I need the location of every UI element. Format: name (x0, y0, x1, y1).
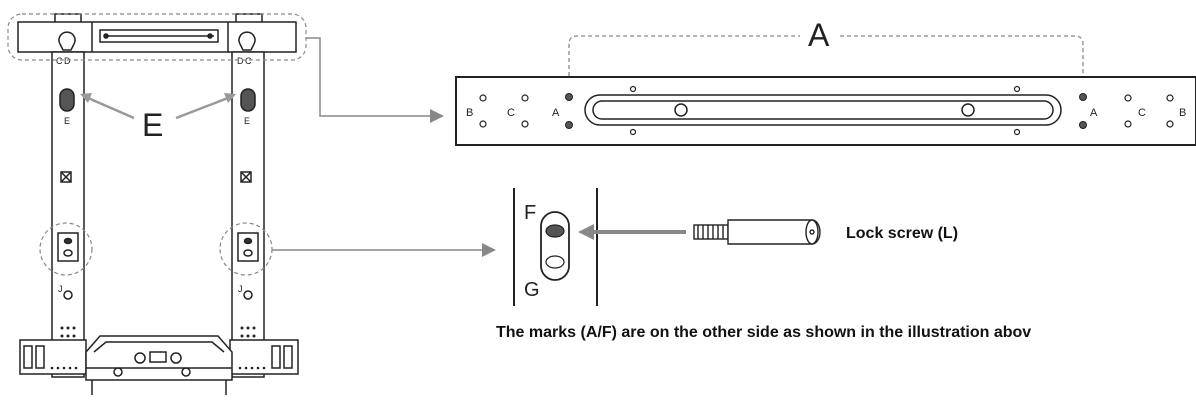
label-slot-e-right: E (244, 116, 250, 126)
label-top-d-right: D (237, 56, 244, 66)
rail-label-b-left: B (466, 107, 473, 119)
callout-a: A (808, 17, 830, 53)
label-hole-g: G (524, 279, 540, 301)
label-top-c-right: C (245, 56, 252, 66)
label-hole-f: F (524, 202, 536, 224)
callout-e: E (142, 107, 163, 143)
label-slot-j-right: J (238, 284, 243, 294)
rail-label-a-right: A (1090, 107, 1098, 119)
rail-label-c-right: C (1138, 107, 1146, 119)
label-slot-e-left: E (64, 116, 70, 126)
lock-screw-icon (693, 219, 821, 245)
callout-e-arrows (80, 93, 236, 120)
label-top-d: D (64, 56, 71, 66)
rail-label-a-left: A (552, 107, 560, 119)
highlight-circles (7, 13, 307, 276)
rail-label-c-left: C (507, 107, 515, 119)
lock-screw-label: Lock screw (L) (846, 225, 958, 242)
label-top-c: C (56, 56, 63, 66)
bottom-note: The marks (A/F) are on the other side as… (496, 324, 1031, 341)
rail-label-b-right: B (1179, 107, 1186, 119)
rail-detail: A (455, 17, 1196, 146)
connector-arrows (272, 37, 496, 257)
label-slot-j-left: J (58, 284, 63, 294)
bracket-frame (17, 13, 299, 395)
lock-detail (513, 188, 821, 306)
